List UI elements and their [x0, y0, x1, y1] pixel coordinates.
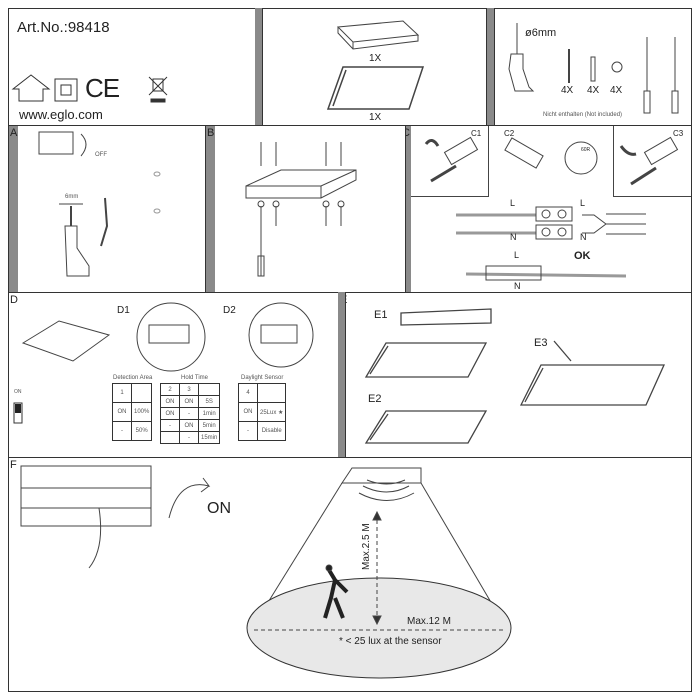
plug-quantity: 4X [587, 85, 600, 96]
step-d-label: D [10, 294, 18, 306]
e1-label: E1 [374, 309, 388, 321]
step-c-panel: C C1 C2 60R C3 L L N N L OK N [405, 125, 692, 293]
c3-label: C3 [673, 129, 684, 138]
ce-mark: CE [85, 73, 120, 103]
step-c-wiring-illustration [424, 136, 679, 281]
drill-icon [64, 225, 90, 277]
max-width-label: Max.12 M [407, 616, 451, 627]
step-d-illustration [13, 302, 314, 424]
step-e-panel: E E1 E2 E3 [345, 292, 692, 458]
step-a-label: A [10, 127, 18, 139]
certification-icons [11, 74, 168, 103]
strip-angle-label: 60R [581, 147, 591, 153]
contents-panel: 1X 1X [262, 8, 487, 126]
panel-back-icon [21, 320, 111, 362]
mount-frame-icon [336, 20, 420, 50]
panel-quantity: 1X [369, 112, 382, 123]
d1-label: D1 [117, 305, 130, 316]
washer-quantity: 4X [610, 85, 623, 96]
max-height-label: Max.2.5 M [361, 523, 372, 570]
e2-label: E2 [368, 393, 382, 405]
dip-on-label: ON [14, 389, 22, 395]
hold-time-title: Hold Time [181, 375, 209, 381]
step-f-illustration [20, 465, 512, 679]
breaker-icon [38, 131, 74, 155]
neutral-label: N [510, 232, 517, 242]
c1-label: C1 [471, 129, 482, 138]
tools-illustration [508, 23, 679, 114]
live-label: L [510, 198, 516, 208]
website: www.eglo.com [19, 107, 103, 122]
drill-size-label: 6mm [65, 194, 79, 200]
step-c-label: C [406, 127, 410, 139]
e3-label: E3 [534, 337, 548, 349]
package-contents-illustration [326, 20, 425, 110]
drill-size: ø6mm [525, 27, 557, 39]
class2-icon [54, 78, 78, 102]
off-label: OFF [95, 152, 107, 158]
step-b-panel: B [205, 125, 406, 293]
neutral-label-out: N [580, 232, 587, 242]
step-b-label: B [207, 127, 215, 139]
step-d-panel: D D1 D2 ON Detection Area Hold Time Dayl… [8, 292, 339, 458]
tools-panel: ø6mm 4X 4X 4X Nicht enthalten (Not inclu… [494, 8, 692, 126]
neutral-label-ok: N [514, 281, 521, 291]
breaker-box-icon [20, 465, 211, 569]
step-a-illustration [38, 131, 161, 277]
step-e-illustration [364, 308, 666, 444]
daylight-sensor-title: Daylight Sensor [241, 375, 284, 381]
step-f-panel: F ON Max.2.5 M Max.12 M * < 25 lux at th… [8, 457, 692, 692]
lux-note: * < 25 lux at the sensor [339, 636, 442, 647]
d2-label: D2 [223, 305, 236, 316]
ok-label: OK [574, 250, 591, 262]
step-b-illustration [245, 142, 357, 277]
not-included-note: Nicht enthalten (Not included) [543, 112, 623, 118]
mount-quantity: 1X [369, 53, 382, 64]
on-label: ON [207, 500, 231, 517]
drill-icon [508, 53, 535, 92]
c2-label: C2 [504, 129, 515, 138]
header-panel: Art.No.:98418 CE www.eglo.com [8, 8, 256, 126]
terminal-block [535, 206, 573, 222]
mount-frame-icon [245, 169, 357, 199]
step-f-label: F [10, 459, 17, 471]
screwdriver-icons [643, 37, 679, 114]
wall-plug-icon [590, 56, 596, 82]
step-a-panel: A OFF 6mm [8, 125, 206, 293]
step-e-label: E [346, 294, 347, 306]
detection-area-title: Detection Area [113, 375, 153, 381]
live-label-ok: L [514, 250, 520, 260]
washer-icon [611, 61, 623, 73]
article-number: Art.No.:98418 [17, 19, 110, 36]
weee-bin-icon [148, 76, 168, 103]
screw-quantity: 4X [561, 85, 574, 96]
live-label-out: L [580, 198, 586, 208]
walking-person-icon [323, 568, 349, 619]
indoor-house-icon [11, 74, 51, 102]
panel-light-icon [326, 66, 425, 110]
ceiling-sensor-illustration [246, 467, 512, 679]
